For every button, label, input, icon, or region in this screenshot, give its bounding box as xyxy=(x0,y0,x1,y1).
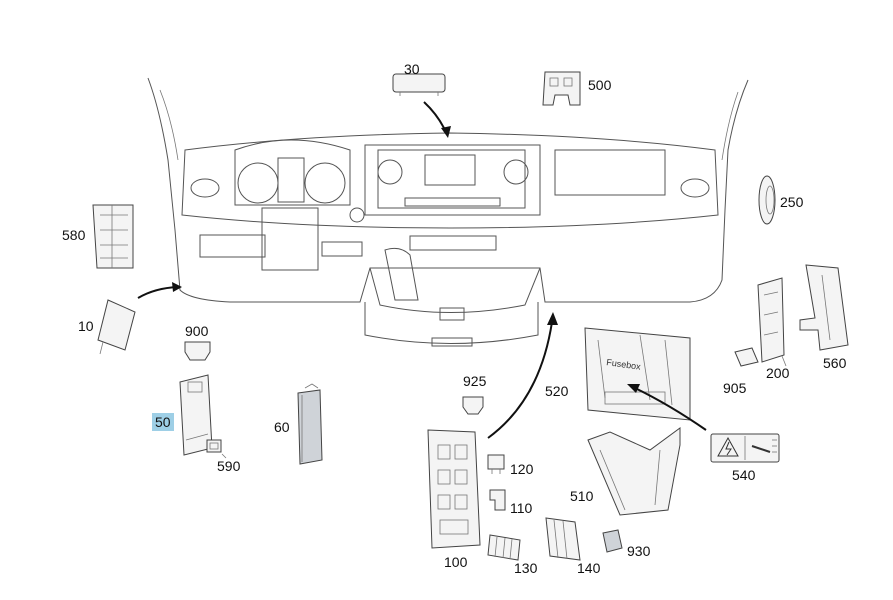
arrow-30 xyxy=(423,101,447,133)
callout-120: 120 xyxy=(510,461,534,477)
callout-30: 30 xyxy=(404,61,420,77)
callout-130: 130 xyxy=(514,560,538,576)
part-10-drawing xyxy=(97,299,136,355)
callout-140: 140 xyxy=(577,560,601,576)
part-30-drawing xyxy=(392,73,446,96)
callout-250: 250 xyxy=(780,194,804,210)
callout-925: 925 xyxy=(463,373,487,389)
callout-60: 60 xyxy=(274,419,290,435)
arrowhead-540 xyxy=(627,384,640,393)
callout-580: 580 xyxy=(62,227,86,243)
part-110-drawing xyxy=(489,489,506,511)
arrow-10 xyxy=(137,286,179,299)
leader-590 xyxy=(221,453,227,459)
part-510-drawing xyxy=(587,427,681,516)
callout-905: 905 xyxy=(723,380,747,396)
callout-500: 500 xyxy=(588,77,612,93)
part-200-drawing xyxy=(757,277,785,363)
arrow-540 xyxy=(634,387,707,431)
part-900-drawing xyxy=(184,341,211,361)
part-925-drawing xyxy=(462,396,484,415)
part-580-drawing xyxy=(92,204,134,269)
arrow-100 xyxy=(487,321,553,439)
callout-200: 200 xyxy=(766,365,790,381)
dashboard xyxy=(147,77,749,347)
callout-560: 560 xyxy=(823,355,847,371)
callout-540: 540 xyxy=(732,467,756,483)
callout-900: 900 xyxy=(185,323,209,339)
part-100-drawing xyxy=(427,429,481,549)
part-120-drawing xyxy=(487,454,505,474)
arrowhead-100 xyxy=(547,312,558,325)
part-560-drawing xyxy=(799,264,849,351)
callout-110: 110 xyxy=(510,500,533,516)
part-905-drawing xyxy=(734,347,759,367)
callout-590: 590 xyxy=(217,458,241,474)
callout-100: 100 xyxy=(444,554,468,570)
arrowhead-30 xyxy=(441,126,451,138)
part-130-drawing xyxy=(487,534,521,561)
callout-510: 510 xyxy=(570,488,594,504)
callout-10: 10 xyxy=(78,318,94,334)
part-140-drawing xyxy=(545,517,581,561)
part-60-drawing xyxy=(297,383,323,465)
part-250-drawing xyxy=(758,175,776,225)
fusebox-text: Fusebox xyxy=(606,357,642,372)
part-520-drawing: Fusebox xyxy=(584,327,691,421)
part-590-drawing xyxy=(206,439,222,453)
leader-200 xyxy=(781,355,787,367)
callout-520: 520 xyxy=(545,383,569,399)
part-500-drawing xyxy=(542,71,581,106)
part-540-drawing xyxy=(710,433,780,463)
callout-930: 930 xyxy=(627,543,651,559)
arrowhead-10 xyxy=(172,282,182,292)
part-930-drawing xyxy=(602,529,623,553)
callout-50: 50 xyxy=(152,413,174,431)
